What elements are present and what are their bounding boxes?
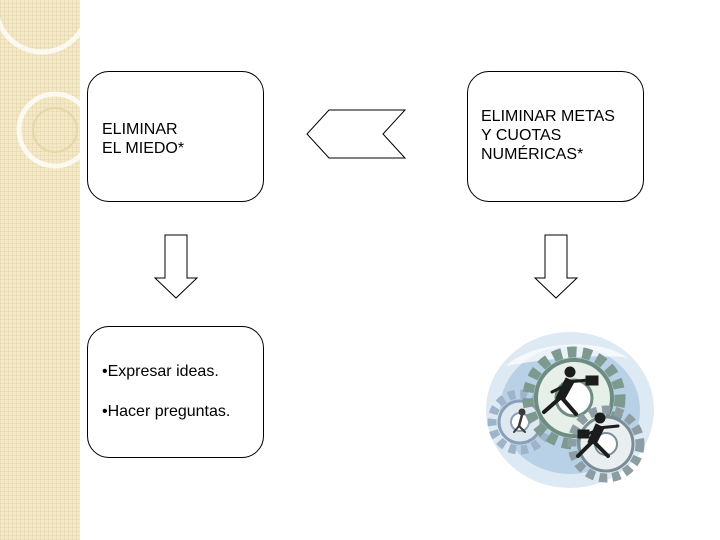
box-acciones: •Expresar ideas. •Hacer preguntas. bbox=[87, 326, 264, 458]
bullet-expresar-ideas: •Expresar ideas. bbox=[102, 363, 219, 380]
box-eliminar-miedo: ELIMINAR EL MIEDO* bbox=[87, 71, 264, 202]
left-chevron-arrow-icon bbox=[306, 109, 407, 159]
businessmen-running-on-gears-icon bbox=[486, 332, 654, 488]
decorative-circles-icon bbox=[0, 17, 80, 169]
bullet-hacer-preguntas: •Hacer preguntas. bbox=[102, 403, 231, 420]
down-block-arrow-icon bbox=[153, 234, 199, 299]
down-block-arrow-icon bbox=[533, 234, 579, 299]
box-eliminar-miedo-text: ELIMINAR EL MIEDO* bbox=[102, 121, 185, 157]
box-eliminar-metas-text: ELIMINAR METAS Y CUOTAS NUMÉRICAS* bbox=[481, 108, 615, 163]
box-eliminar-metas: ELIMINAR METAS Y CUOTAS NUMÉRICAS* bbox=[467, 71, 644, 202]
decorative-side-band bbox=[0, 0, 80, 540]
